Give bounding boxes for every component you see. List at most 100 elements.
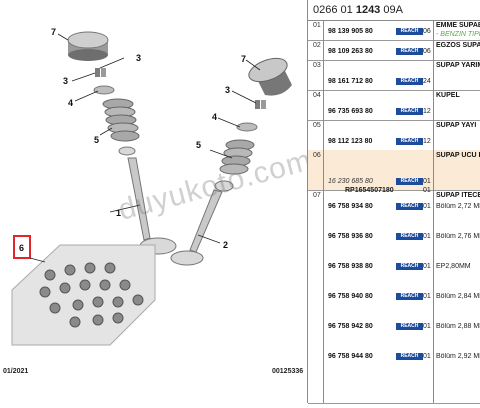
callout-2: 2 xyxy=(223,240,228,250)
row-index: 02 xyxy=(313,42,321,49)
reach-badge: REACH xyxy=(396,28,423,35)
callout-1: 1 xyxy=(116,208,121,218)
panel-header: 0266 01 1243 09A xyxy=(308,0,480,21)
diagram-svg: 7 3 3 4 5 1 7 3 4 5 2 6 xyxy=(11,27,292,346)
part-description: KUPEL xyxy=(436,92,460,99)
part-description: SUPAP YAYI xyxy=(436,122,477,129)
reach-badge: REACH xyxy=(396,353,423,360)
callout-7-right: 7 xyxy=(241,54,246,64)
reach-badge: REACH xyxy=(396,263,423,270)
left-spring-5 xyxy=(102,98,140,156)
row-index: 06 xyxy=(313,152,321,159)
reach-badge: REACH xyxy=(396,323,423,330)
part-quantity: 12 xyxy=(423,108,431,115)
column-divider xyxy=(323,90,324,120)
part-quantity: 01 xyxy=(423,263,431,270)
column-divider xyxy=(323,60,324,90)
row-index: 07 xyxy=(313,192,321,199)
column-divider xyxy=(433,20,434,40)
part-quantity: 12 xyxy=(423,138,431,145)
column-divider xyxy=(323,190,324,403)
part-description: SUPAP UCU K xyxy=(436,152,480,159)
part-quantity: 01 xyxy=(423,203,431,210)
right-valve-2 xyxy=(170,189,223,266)
part-description: EGZOS SUPAB xyxy=(436,42,480,49)
column-divider xyxy=(433,60,434,90)
rp-number[interactable]: RP1654507180 xyxy=(345,187,394,194)
column-divider xyxy=(433,190,434,403)
part-detail: EP2,80MM xyxy=(436,263,471,270)
footer-date: 01/2021 xyxy=(3,368,29,375)
column-divider xyxy=(323,20,324,40)
callout-7-left: 7 xyxy=(51,27,56,37)
left-keepers-3 xyxy=(95,68,106,77)
row-index: 04 xyxy=(313,92,321,99)
row-index: 01 xyxy=(313,22,321,29)
column-divider xyxy=(433,90,434,120)
part-description: SUPAP İTECE xyxy=(436,192,480,199)
part-number[interactable]: 96 758 942 80 xyxy=(328,323,373,330)
part-quantity: 01 xyxy=(423,178,431,185)
reach-badge: REACH xyxy=(396,48,423,55)
part-number[interactable]: 96 735 693 80 xyxy=(328,108,373,115)
right-tappet-7 xyxy=(248,57,292,96)
callout-5-left: 5 xyxy=(94,135,99,145)
part-description: SUPAP YARIM xyxy=(436,62,480,69)
part-number[interactable]: 96 758 938 80 xyxy=(328,263,373,270)
part-row-01[interactable]: 01 EMME SÜPAB - BENZİN TİPİ 98 139 905 80 RE… xyxy=(308,20,480,41)
left-tappet-7 xyxy=(67,31,109,61)
right-keepers-3 xyxy=(255,100,266,109)
reach-badge: REACH xyxy=(396,138,423,145)
part-number[interactable]: 98 109 263 80 xyxy=(328,48,373,55)
footer-code: 00125336 xyxy=(272,368,304,375)
part-subtitle: - BENZİN TİPİ xyxy=(436,31,480,38)
part-quantity: 24 xyxy=(423,78,431,85)
parts-list-panel: 0266 01 1243 09A 01 EMME SÜPAB - BENZİN Tİ… xyxy=(307,0,480,404)
part-number[interactable]: 96 758 936 80 xyxy=(328,233,373,240)
part-detail: Bölüm 2,72 MI xyxy=(436,203,480,210)
part-number[interactable]: 16 230 685 80 xyxy=(328,178,373,185)
reach-badge: REACH xyxy=(396,78,423,85)
row-index: 03 xyxy=(313,62,321,69)
reach-badge: REACH xyxy=(396,203,423,210)
valve-seal-kit-6 xyxy=(11,244,156,346)
reach-badge: REACH xyxy=(396,293,423,300)
part-number[interactable]: 98 112 123 80 xyxy=(328,138,373,145)
callout-3-right: 3 xyxy=(225,85,230,95)
callout-4-right: 4 xyxy=(212,112,217,122)
part-detail: Bölüm 2,92 MI xyxy=(436,353,480,360)
column-divider xyxy=(433,40,434,60)
part-number[interactable]: 96 758 934 80 xyxy=(328,203,373,210)
part-number[interactable]: 96 758 944 80 xyxy=(328,353,373,360)
seal-kit-highlight-box[interactable] xyxy=(13,235,31,259)
part-quantity: 01 xyxy=(423,233,431,240)
column-divider xyxy=(433,150,434,190)
reach-badge: REACH xyxy=(396,233,423,240)
part-number[interactable]: 96 758 940 80 xyxy=(328,293,373,300)
part-number[interactable]: 98 161 712 80 xyxy=(328,78,373,85)
column-divider xyxy=(323,150,324,190)
part-quantity: 06 xyxy=(423,48,431,55)
callout-4-left: 4 xyxy=(68,98,73,108)
part-number[interactable]: 98 139 905 80 xyxy=(328,28,373,35)
part-quantity: 06 xyxy=(423,28,431,35)
part-detail: Bölüm 2,84 MI xyxy=(436,293,480,300)
column-divider xyxy=(323,40,324,60)
part-quantity: 01 xyxy=(423,353,431,360)
reach-badge: REACH xyxy=(396,178,423,185)
left-retainer-4 xyxy=(93,85,115,95)
right-retainer-4 xyxy=(236,122,258,132)
callout-6[interactable]: 6 xyxy=(19,243,24,253)
part-description: EMME SÜPAB xyxy=(436,22,480,29)
exploded-parts-diagram: 7 3 3 4 5 1 7 3 4 5 2 6 duyukoto.com 01/… xyxy=(3,27,316,375)
part-quantity-2: 01 xyxy=(423,187,431,194)
callout-3b-left: 3 xyxy=(63,76,68,86)
part-detail: Bölüm 2,76 MI xyxy=(436,233,480,240)
row-index: 05 xyxy=(313,122,321,129)
